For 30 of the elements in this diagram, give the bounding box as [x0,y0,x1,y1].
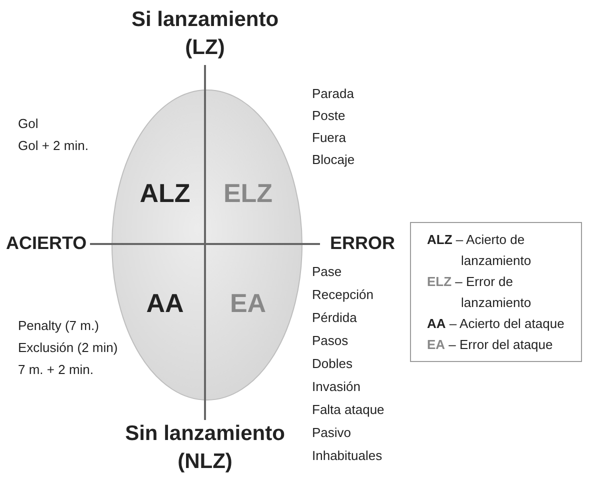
legend-text: ELZ – Error de lanzamiento [426,273,532,312]
legend-text: EA – Error del ataque [426,336,554,354]
outcome-label: Falta ataque [312,402,384,417]
axis-label: ACIERTO [6,233,87,254]
outcome-label: Pase [312,264,342,279]
outcome-label: Invasión [312,379,360,394]
outcome-label: Pasivo [312,425,352,440]
axis-label: Si lanzamiento (LZ) [130,7,280,61]
outcome-label: Gol + 2 min. [18,138,88,153]
axis-label: ERROR [330,233,396,254]
outcome-label: Recepción [312,287,374,302]
outcome-label: Penalty (7 m.) [18,318,99,333]
outcome-label: Inhabituales [312,448,382,463]
quadrant-code: ELZ [222,178,274,209]
quadrant-code: ALZ [138,178,192,209]
axis-label: Sin lanzamiento (NLZ) [124,421,286,475]
outcome-label: Poste [312,108,346,123]
legend-text: AA – Acierto del ataque [426,315,566,333]
outcome-label: Fuera [312,130,346,145]
quadrant-code: AA [145,288,185,319]
outcome-label: Blocaje [312,152,355,167]
outcome-label: Pérdida [312,310,357,325]
outcome-label: Exclusión (2 min) [18,340,118,355]
legend-text: ALZ – Acierto de lanzamiento [426,231,532,270]
outcome-label: 7 m. + 2 min. [18,362,94,377]
quadrant-code: EA [228,288,268,319]
outcome-label: Pasos [312,333,348,348]
outcome-label: Dobles [312,356,352,371]
outcome-label: Gol [18,116,38,131]
outcome-label: Parada [312,86,354,101]
